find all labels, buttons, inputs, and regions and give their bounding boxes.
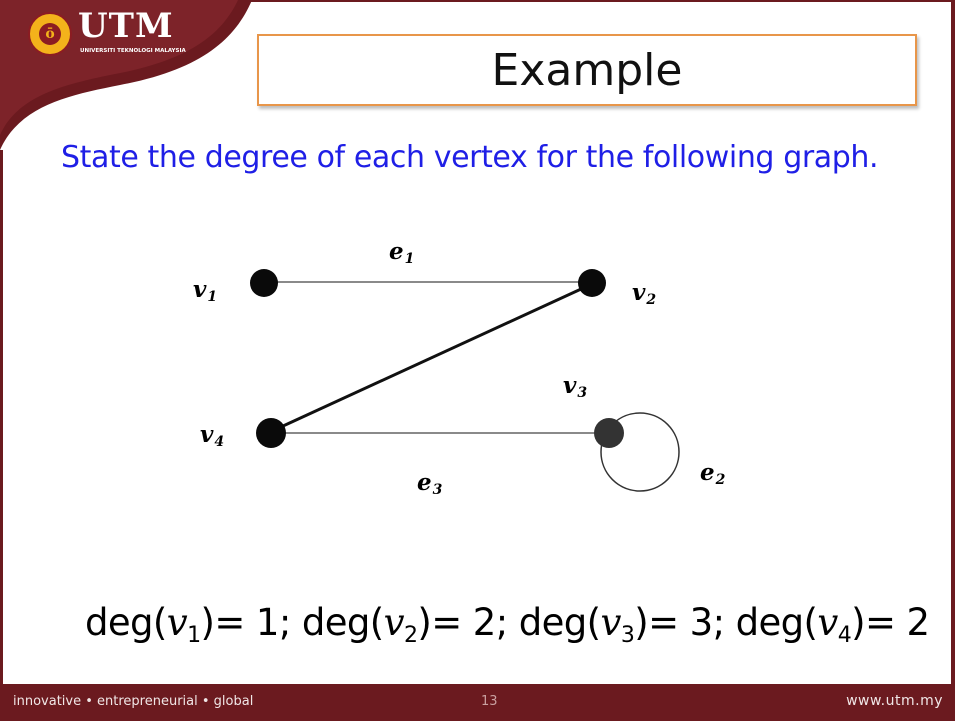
answer-text: deg(v1)= 1; deg(v2)= 2; deg(v3)= 3; deg(… bbox=[85, 601, 930, 648]
edge-e2-loop bbox=[600, 412, 680, 492]
logo-subtext: UNIVERSITI TEKNOLOGI MALAYSIA bbox=[80, 48, 186, 54]
frame-left-border bbox=[0, 150, 3, 684]
page-number: 13 bbox=[481, 694, 498, 709]
slide-title: Example bbox=[491, 44, 683, 96]
label-v3: v3 bbox=[563, 372, 587, 401]
title-box: Example bbox=[257, 34, 917, 106]
edge-e4 bbox=[269, 282, 593, 434]
answer-item-v1: deg(v1)= 1; bbox=[85, 601, 302, 648]
logo-text: UTM bbox=[78, 6, 174, 46]
label-e1: e1 bbox=[389, 238, 414, 267]
frame-right-border bbox=[951, 0, 955, 684]
footer-tagline: innovative • entrepreneurial • global bbox=[13, 694, 254, 709]
frame-top-border bbox=[200, 0, 955, 2]
label-e2: e2 bbox=[700, 459, 726, 488]
label-v1: v1 bbox=[193, 276, 217, 305]
answer-item-v3: deg(v3)= 3; bbox=[518, 601, 736, 648]
label-v4: v4 bbox=[200, 421, 224, 450]
answer-item-v2: deg(v2)= 2; bbox=[301, 601, 519, 648]
label-v2: v2 bbox=[632, 279, 656, 308]
graph-diagram: v1 v2 v3 v4 e1 e2 e3 bbox=[193, 238, 726, 498]
vertex-v3 bbox=[594, 418, 624, 448]
footer-website: www.utm.my bbox=[846, 693, 943, 709]
utm-crest-icon: ō bbox=[28, 12, 72, 56]
label-e3: e3 bbox=[417, 469, 443, 498]
vertex-v2 bbox=[578, 269, 606, 297]
answer-item-v4: deg(v4)= 2 bbox=[735, 601, 930, 648]
vertex-v1 bbox=[250, 269, 278, 297]
question-text: State the degree of each vertex for the … bbox=[61, 140, 879, 175]
footer-bar: innovative • entrepreneurial • global 13… bbox=[0, 684, 955, 721]
utm-logo: ō UTM UNIVERSITI TEKNOLOGI MALAYSIA bbox=[28, 6, 186, 70]
vertex-v4 bbox=[256, 418, 286, 448]
